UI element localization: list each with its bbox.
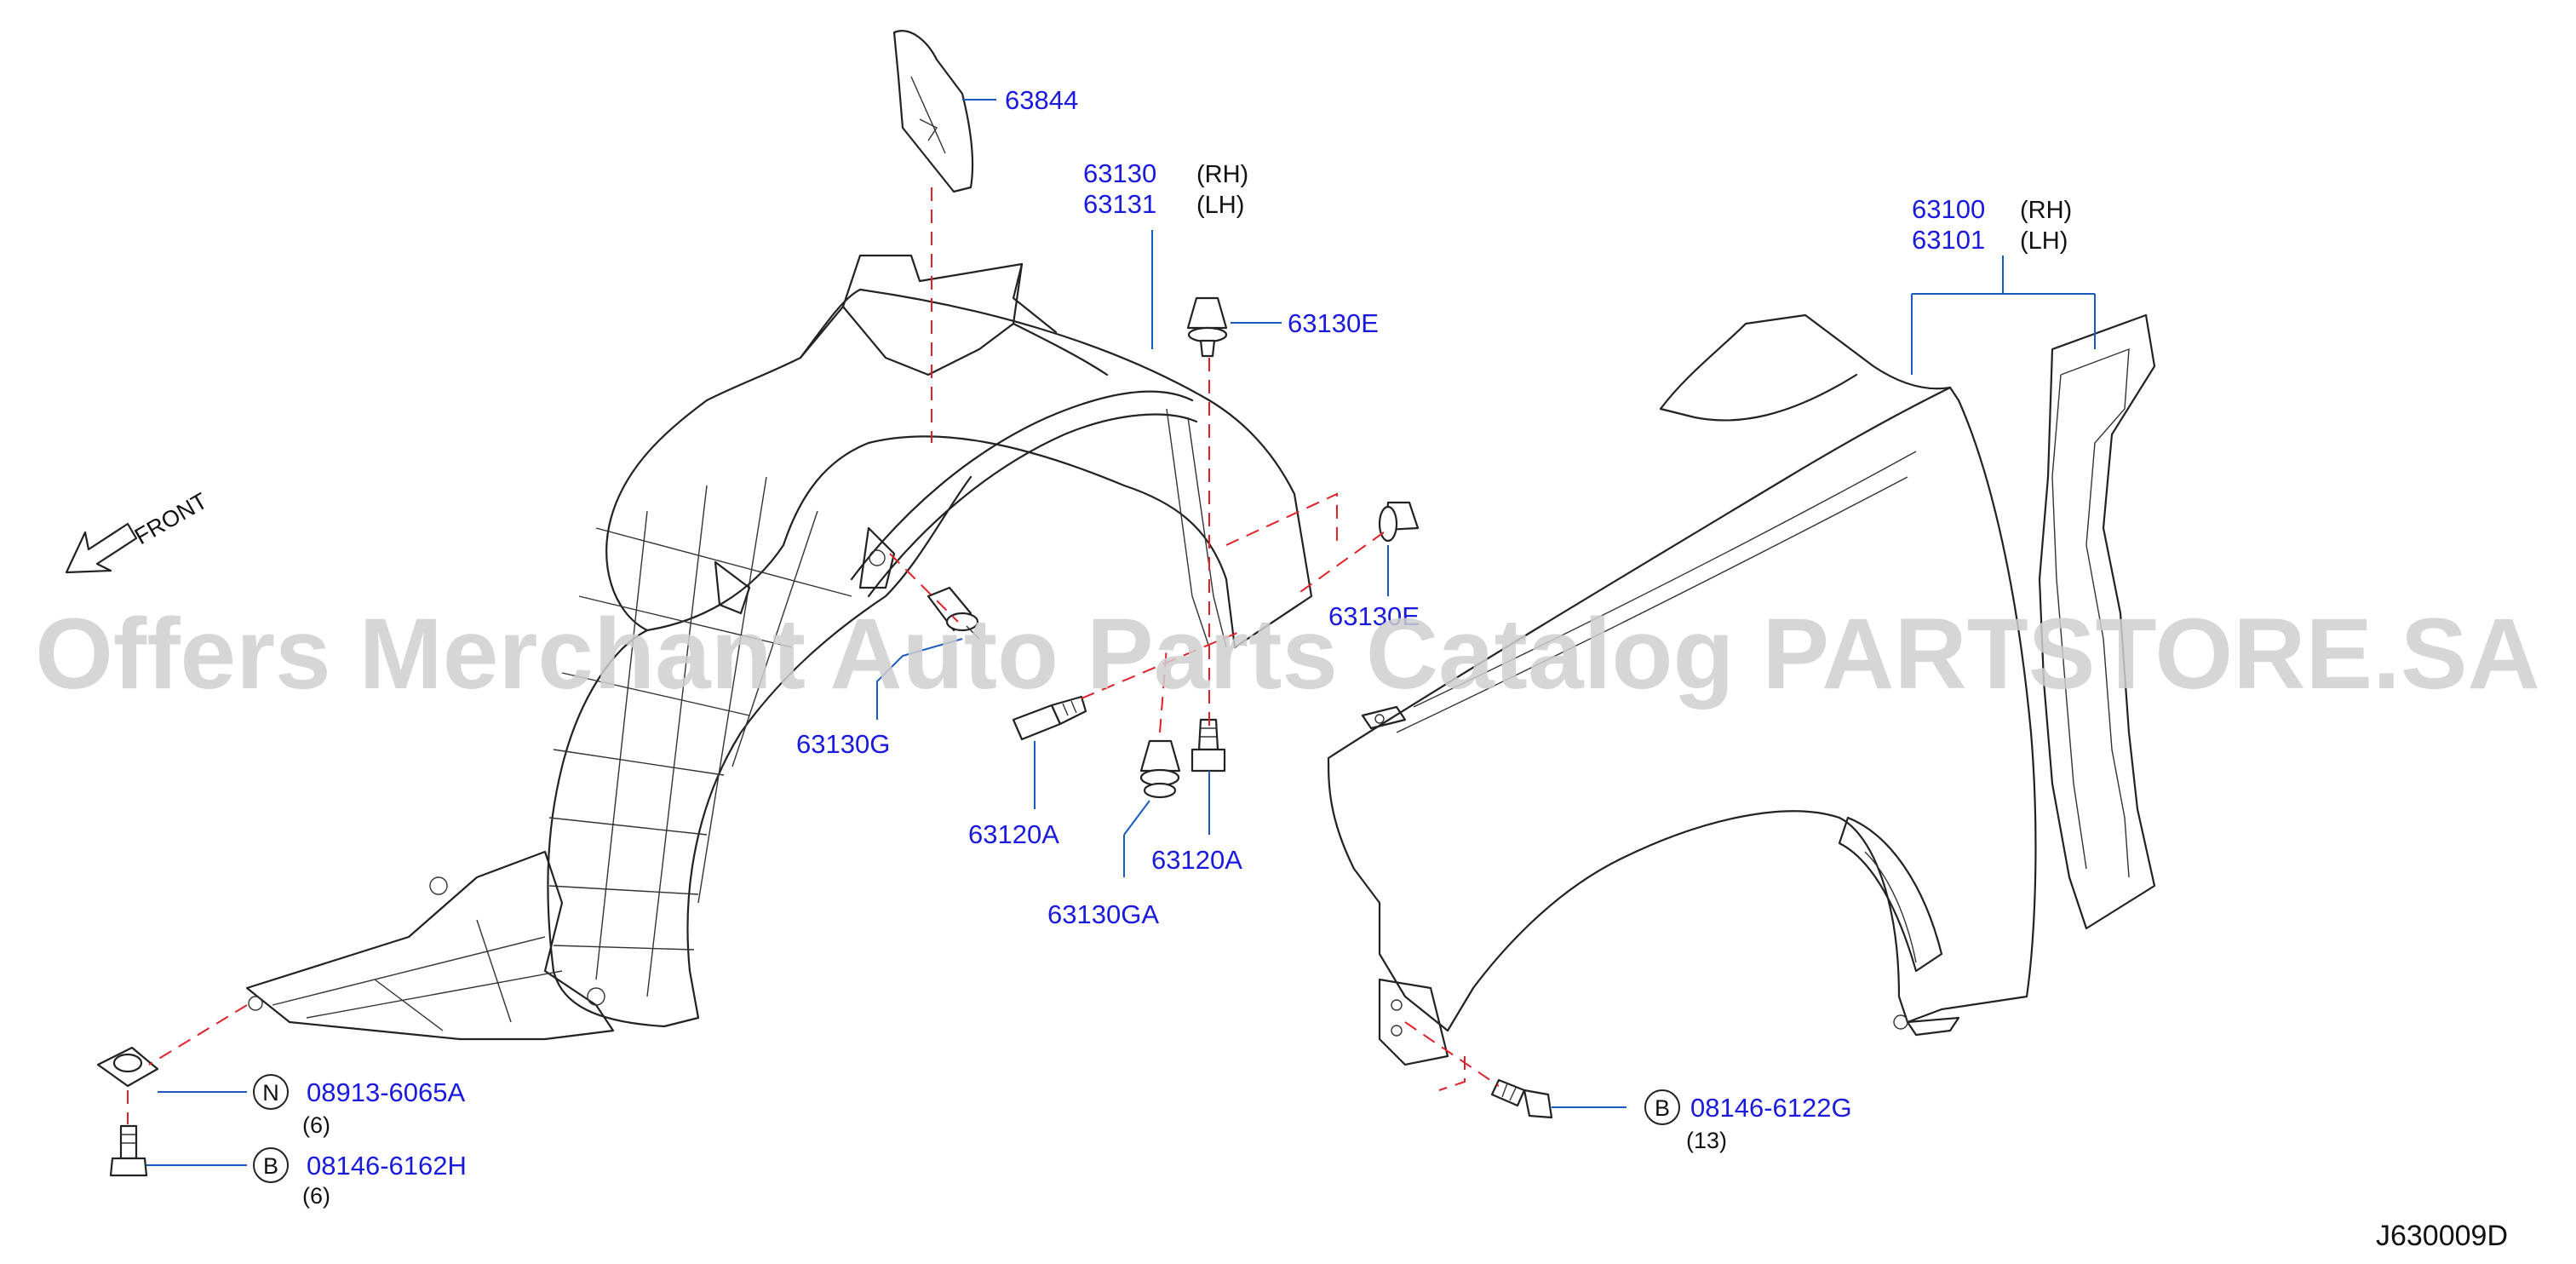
watermark: Offers Merchant Auto Parts Catalog PARTS… xyxy=(35,598,2540,710)
assembly-lines xyxy=(127,187,1500,1124)
qty-08146H: (6) xyxy=(302,1183,330,1209)
label-63130E-mid: 63130E xyxy=(1328,601,1420,631)
front-direction-arrow: FRONT xyxy=(65,488,212,574)
label-63120A-right: 63120A xyxy=(1151,845,1242,875)
qty-08146G: (13) xyxy=(1686,1128,1727,1153)
front-label: FRONT xyxy=(130,488,212,549)
marker-B-right: B xyxy=(1644,1089,1680,1125)
svg-text:N: N xyxy=(262,1080,279,1106)
svg-text:B: B xyxy=(1655,1095,1670,1121)
front-fender-drawing xyxy=(1327,313,2037,1066)
label-63130GA: 63130GA xyxy=(1047,899,1159,929)
svg-text:B: B xyxy=(263,1153,278,1179)
label-63130E-top: 63130E xyxy=(1288,308,1379,338)
bolt-63120A-right-drawing xyxy=(1190,718,1226,773)
label-63100-rh: (RH) xyxy=(2020,197,2072,224)
label-63101: 63101 xyxy=(1912,225,1985,255)
marker-B-left: B xyxy=(253,1147,289,1183)
label-63844: 63844 xyxy=(1005,85,1078,115)
bolt-63120A-left-drawing xyxy=(1012,695,1087,741)
seal-63844-drawing xyxy=(892,30,974,193)
label-63131: 63131 xyxy=(1083,189,1156,219)
label-08913-6065A: 08913-6065A xyxy=(307,1077,465,1107)
label-63120A-left: 63120A xyxy=(968,819,1059,849)
clip-63130E-mid-drawing xyxy=(1378,501,1420,543)
label-63100: 63100 xyxy=(1912,194,1985,224)
bolt-08146G-drawing xyxy=(1490,1078,1553,1119)
clip-63130G-drawing xyxy=(927,586,980,640)
bolt-08146H-drawing xyxy=(109,1124,148,1177)
nut-08913-drawing xyxy=(96,1046,159,1088)
label-63101-lh: (LH) xyxy=(2020,227,2068,255)
qty-08913: (6) xyxy=(302,1112,330,1138)
fender-seal-strip-drawing xyxy=(2038,313,2156,930)
label-08146-6162H: 08146-6162H xyxy=(307,1151,467,1181)
clip-63130E-top-drawing xyxy=(1186,296,1228,358)
leader-lines xyxy=(146,99,2096,1166)
label-63130: 63130 xyxy=(1083,158,1156,188)
diagram-code: J630009D xyxy=(2376,1220,2508,1252)
label-63130-rh: (RH) xyxy=(1196,161,1248,188)
label-63130G: 63130G xyxy=(796,729,890,759)
marker-N: N xyxy=(253,1074,289,1110)
fender-protector-drawing xyxy=(245,254,1313,1041)
clip-63130GA-drawing xyxy=(1139,739,1181,799)
label-63131-lh: (LH) xyxy=(1196,192,1244,219)
label-08146-6122G: 08146-6122G xyxy=(1690,1093,1852,1123)
